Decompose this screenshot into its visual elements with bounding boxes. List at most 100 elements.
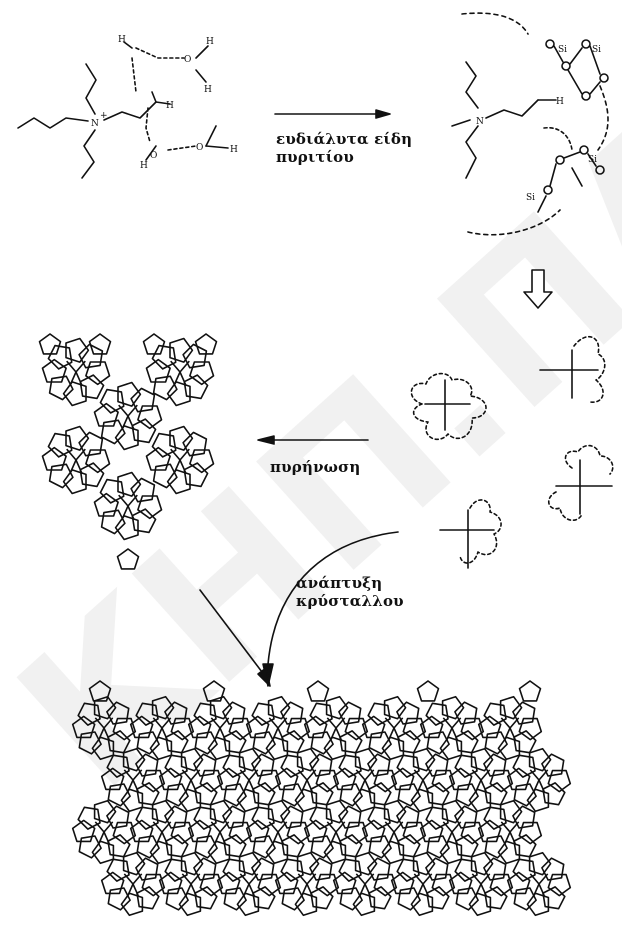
zeolite-crystal bbox=[71, 680, 572, 917]
species-1 bbox=[410, 372, 487, 440]
species-2 bbox=[539, 335, 606, 403]
lattice-pentagon bbox=[223, 834, 247, 858]
lattice-pentagon bbox=[396, 805, 420, 829]
lattice-pentagon bbox=[426, 835, 450, 859]
lattice-pentagon bbox=[165, 834, 189, 858]
lattice-channel bbox=[210, 821, 230, 846]
label-growth-line1: ανάπτυξη bbox=[296, 574, 383, 592]
lattice-pentagon bbox=[106, 805, 130, 829]
lattice-pentagon bbox=[164, 805, 188, 829]
tpa-water-molecule bbox=[17, 41, 229, 179]
lattice-channel bbox=[268, 821, 288, 846]
lattice-pentagon bbox=[309, 806, 333, 830]
lattice-pentagon bbox=[397, 783, 421, 807]
lattice-pentagon bbox=[130, 477, 156, 503]
lattice-channel bbox=[123, 769, 143, 794]
lattice-pentagon bbox=[251, 753, 275, 777]
lattice-pentagon bbox=[483, 806, 507, 830]
lattice-pentagon bbox=[222, 805, 246, 829]
silicon-label-1: Si bbox=[558, 45, 567, 55]
lattice-pentagon bbox=[338, 858, 362, 882]
lattice-pentagon bbox=[454, 805, 478, 829]
lattice-pentagon bbox=[396, 858, 420, 882]
hydrogen-label-6: H bbox=[140, 161, 148, 171]
lattice-channel bbox=[123, 873, 143, 898]
lattice-pentagon bbox=[281, 730, 305, 754]
oxygen-label-3: O bbox=[150, 151, 157, 161]
lattice-pentagon bbox=[455, 887, 479, 911]
lattice-pentagon bbox=[454, 754, 478, 778]
lattice-pentagon bbox=[426, 782, 450, 806]
lattice-pentagon bbox=[367, 702, 391, 726]
lattice-channel bbox=[413, 873, 433, 898]
lattice-channel bbox=[94, 717, 114, 742]
lattice-pentagon bbox=[513, 730, 537, 754]
arrow-nucleation bbox=[257, 435, 369, 445]
lattice-pentagon bbox=[107, 834, 131, 858]
lattice-pentagon bbox=[368, 886, 392, 910]
lattice-pentagon bbox=[130, 387, 156, 413]
lattice-pentagon bbox=[542, 886, 566, 910]
lattice-pentagon bbox=[310, 835, 334, 859]
lattice-pentagon bbox=[223, 887, 247, 911]
nitrogen-charge-left: + bbox=[100, 111, 108, 121]
lattice-pentagon bbox=[78, 431, 104, 457]
lattice-pentagon bbox=[518, 680, 542, 702]
lattice-pentagon bbox=[106, 701, 130, 725]
nitrogen-label-left: N bbox=[91, 119, 99, 129]
lattice-pentagon bbox=[135, 857, 159, 881]
lattice-channel bbox=[152, 717, 172, 742]
lattice-pentagon bbox=[338, 754, 362, 778]
lattice-pentagon bbox=[48, 375, 74, 401]
lattice-pentagon bbox=[135, 753, 159, 777]
lattice-pentagon bbox=[193, 753, 217, 777]
lattice-pentagon bbox=[88, 680, 112, 702]
lattice-pentagon bbox=[513, 834, 537, 858]
lattice-channel bbox=[384, 717, 404, 742]
lattice-pentagon bbox=[79, 462, 105, 488]
hydrogen-label-3: H bbox=[206, 37, 214, 47]
lattice-pentagon bbox=[425, 753, 449, 777]
lattice-pentagon bbox=[339, 887, 363, 911]
lattice-pentagon bbox=[309, 702, 333, 726]
hydrogen-label-7: H bbox=[556, 97, 564, 107]
lattice-pentagon bbox=[397, 887, 421, 911]
hydrogen-label-4: H bbox=[204, 85, 212, 95]
lattice-channel bbox=[94, 821, 114, 846]
lattice-pentagon bbox=[136, 835, 160, 859]
lattice-pentagon bbox=[78, 835, 102, 859]
lattice-pentagon bbox=[252, 835, 276, 859]
lattice-pentagon bbox=[483, 702, 507, 726]
lattice-pentagon bbox=[310, 782, 334, 806]
lattice-channel bbox=[118, 404, 138, 431]
lattice-pentagon bbox=[151, 344, 177, 370]
lattice-pentagon bbox=[151, 432, 177, 458]
oxygen-label-2: O bbox=[196, 143, 203, 153]
lattice-channel bbox=[297, 873, 317, 898]
lattice-pentagon bbox=[484, 835, 508, 859]
lattice-pentagon bbox=[202, 680, 226, 702]
lattice-channel bbox=[181, 873, 201, 898]
oxygen-label-1: O bbox=[184, 55, 191, 65]
label-growth-line2: κρύσταλλου bbox=[296, 592, 404, 610]
lattice-pentagon bbox=[367, 806, 391, 830]
lattice-pentagon bbox=[252, 886, 276, 910]
lattice-pentagon bbox=[484, 886, 508, 910]
lattice-pentagon bbox=[396, 754, 420, 778]
lattice-pentagon bbox=[397, 730, 421, 754]
lattice-pentagon bbox=[541, 857, 565, 881]
lattice-pentagon bbox=[281, 783, 305, 807]
lattice-pentagon bbox=[512, 805, 536, 829]
lattice-pentagon bbox=[136, 886, 160, 910]
silicon-label-2: Si bbox=[592, 45, 601, 55]
lattice-channel bbox=[471, 873, 491, 898]
lattice-pentagon bbox=[183, 374, 209, 400]
down-arrow bbox=[523, 269, 553, 309]
lattice-pentagon bbox=[106, 858, 130, 882]
lattice-pentagon bbox=[194, 333, 218, 355]
arrow-step1 bbox=[274, 109, 391, 119]
lattice-pentagon bbox=[454, 858, 478, 882]
lattice-channel bbox=[500, 821, 520, 846]
silicon-label-4: Si bbox=[526, 193, 535, 203]
